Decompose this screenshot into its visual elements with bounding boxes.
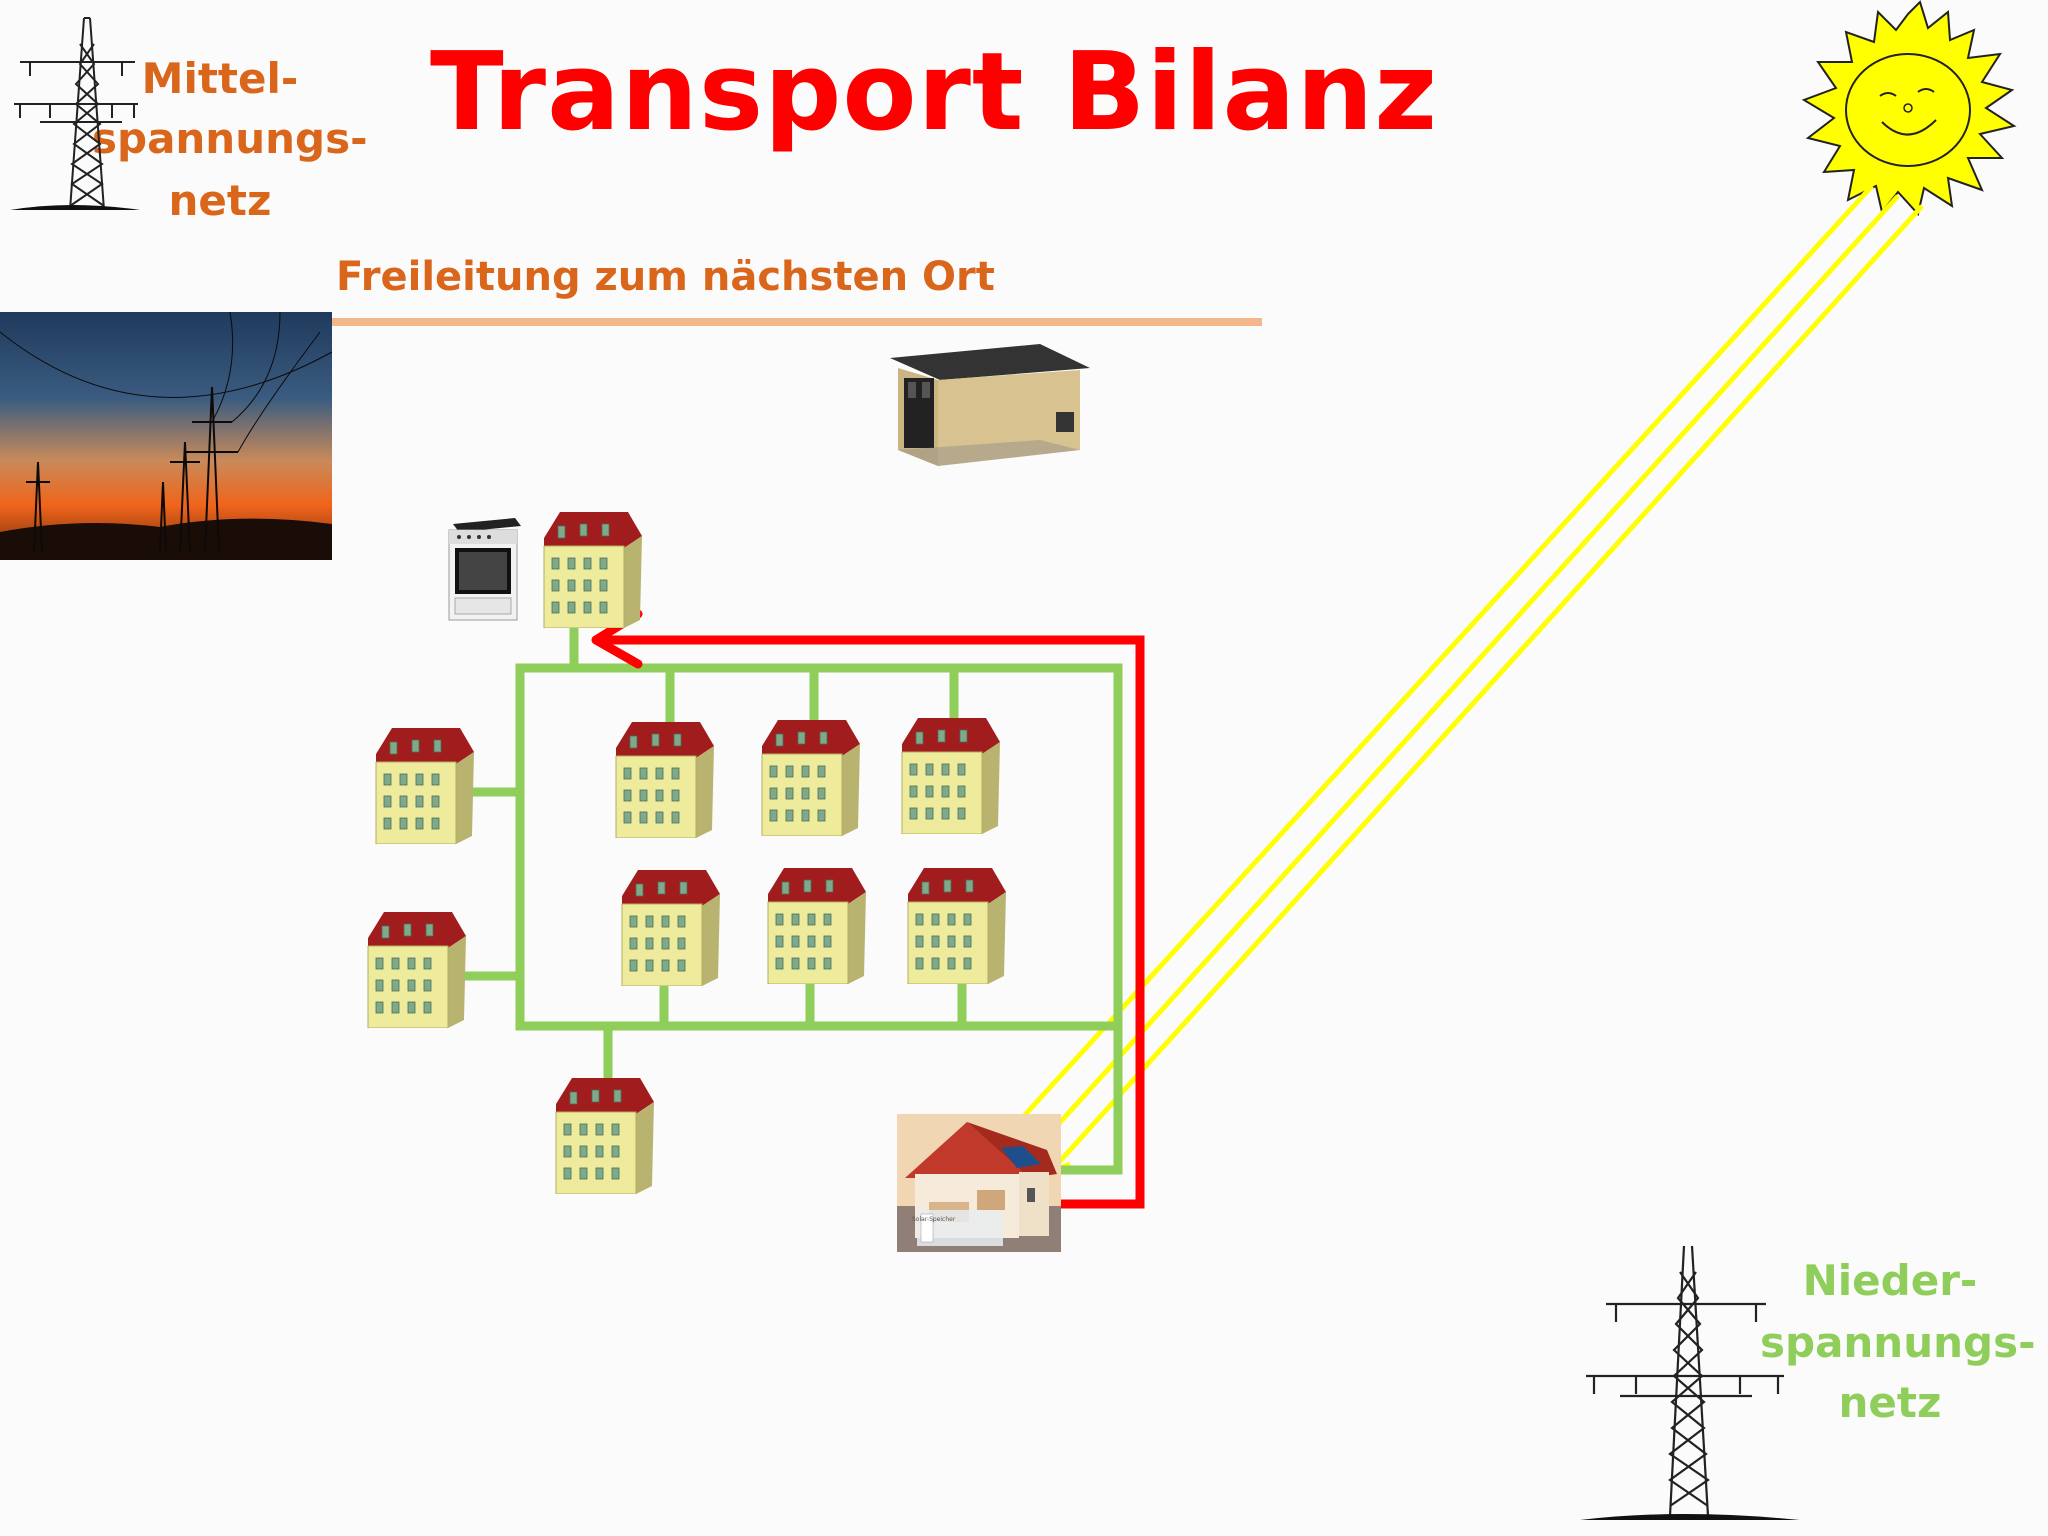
sun-rays — [993, 184, 1924, 1176]
substation-icon — [890, 344, 1090, 466]
overhead-line-label: Freileitung zum nächsten Ort — [336, 254, 995, 300]
page-title: Transport Bilanz — [430, 30, 1439, 155]
overhead-line — [332, 318, 1262, 326]
apartment-building-icon — [758, 716, 862, 836]
apartment-building-icon — [618, 866, 722, 986]
grid-line-top-right — [515, 663, 1123, 1175]
apartment-building-icon — [898, 714, 1002, 834]
low-voltage-label-line3: netz — [1838, 1378, 1942, 1427]
apartment-building-icon — [372, 724, 476, 844]
power-tower-icon — [1580, 1245, 1800, 1520]
solar-house-icon — [897, 1114, 1061, 1252]
power-tower-icon — [10, 17, 140, 210]
apartment-building-icon — [904, 864, 1008, 984]
apartment-building-icon — [764, 864, 868, 984]
sun-ray — [1050, 204, 1924, 1172]
sun-ray — [1024, 194, 1900, 1162]
solar-storage-caption: Solar-Speicher — [912, 1216, 956, 1223]
sun-icon — [1801, 0, 2017, 217]
medium-voltage-label-line2: spannungs- — [92, 114, 368, 163]
sun-ray — [1000, 184, 1874, 1142]
apartment-building-icon — [364, 908, 468, 1028]
medium-voltage-label-line3: netz — [168, 176, 272, 225]
low-voltage-grid — [461, 621, 1123, 1175]
apartment-building-icon — [612, 718, 716, 838]
sunset-power-lines-image — [0, 312, 332, 560]
low-voltage-label-line1: Nieder- — [1802, 1256, 1978, 1305]
low-voltage-label-line2: spannungs- — [1760, 1318, 2036, 1367]
medium-voltage-label-line1: Mittel- — [141, 54, 299, 103]
apartment-building-icon — [552, 1074, 656, 1194]
stove-icon — [448, 518, 521, 621]
apartment-building-icon — [540, 508, 644, 628]
